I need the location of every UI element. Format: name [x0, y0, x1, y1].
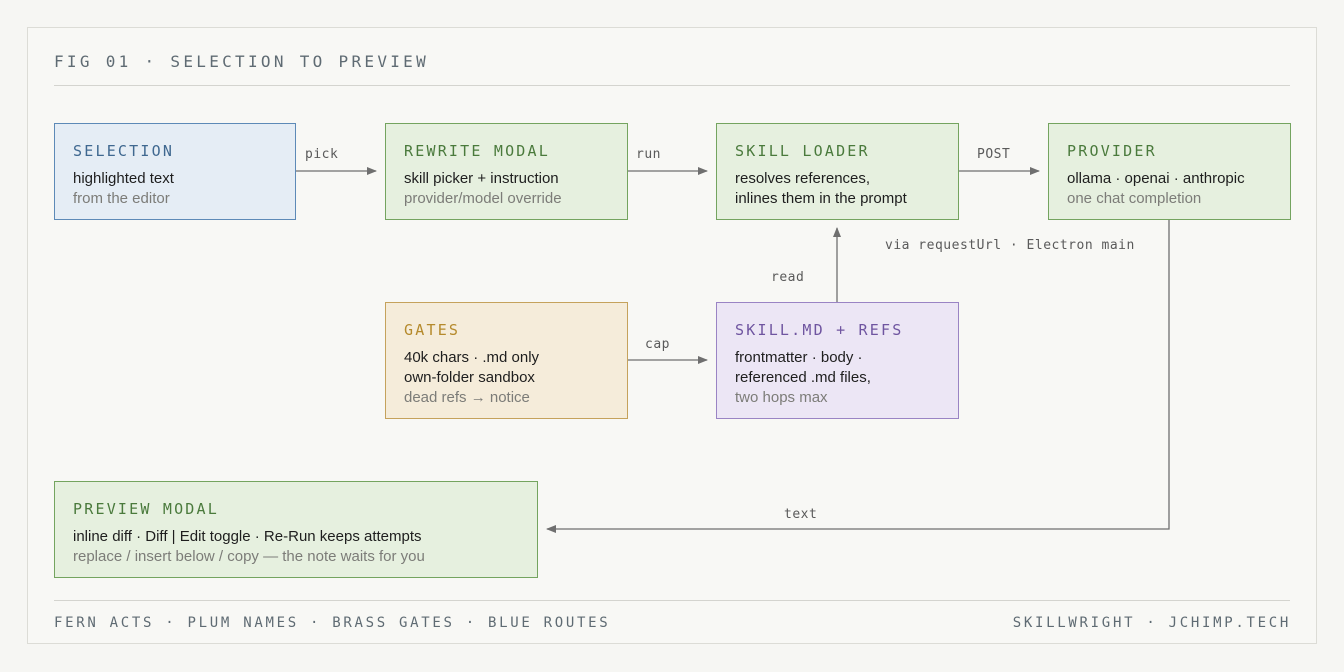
node-title: GATES: [404, 321, 461, 339]
node-line: inlines them in the prompt: [735, 190, 907, 207]
node-gates: GATES 40k chars · .md only own-folder sa…: [385, 302, 628, 419]
node-note: two hops max: [735, 389, 828, 406]
node-note: from the editor: [73, 190, 170, 207]
node-line: ollama · openai · anthropic: [1067, 170, 1245, 187]
node-preview-modal: PREVIEW MODAL inline diff · Diff | Edit …: [54, 481, 538, 578]
node-line: inline diff · Diff | Edit toggle · Re-Ru…: [73, 528, 422, 545]
edge-label-text: text: [784, 507, 818, 522]
node-title: SKILL.MD + REFS: [735, 321, 904, 339]
node-line: 40k chars · .md only: [404, 349, 540, 366]
node-skill-md-refs: SKILL.MD + REFS frontmatter · body · ref…: [716, 302, 959, 419]
node-note: dead refs → notice: [404, 389, 530, 406]
edge-label-post: POST: [977, 147, 1011, 162]
edge-label-via: via requestUrl · Electron main: [885, 238, 1135, 253]
node-rewrite-modal: REWRITE MODAL skill picker + instruction…: [385, 123, 628, 220]
node-selection: SELECTION highlighted text from the edit…: [54, 123, 296, 220]
node-note: provider/model override: [404, 190, 562, 207]
edge-label-run: run: [636, 147, 661, 162]
edge-text-arrow: [546, 220, 1170, 533]
node-note: one chat completion: [1067, 190, 1202, 207]
node-title: REWRITE MODAL: [404, 142, 550, 160]
node-title: PREVIEW MODAL: [73, 500, 219, 518]
figure-title: FIG 01 · SELECTION TO PREVIEW: [54, 52, 430, 71]
node-line: skill picker + instruction: [404, 170, 559, 187]
node-line: referenced .md files,: [735, 369, 871, 386]
edge-label-read: read: [771, 270, 805, 285]
node-title: PROVIDER: [1067, 142, 1157, 160]
header-rule: [54, 85, 1290, 86]
edge-label-cap: cap: [645, 337, 670, 352]
node-line: frontmatter · body ·: [735, 349, 863, 366]
node-skill-loader: SKILL LOADER resolves references, inline…: [716, 123, 959, 220]
node-line: highlighted text: [73, 170, 174, 187]
node-title: SKILL LOADER: [735, 142, 870, 160]
footer-rule: [54, 600, 1290, 601]
edge-label-pick: pick: [305, 147, 339, 162]
node-line: own-folder sandbox: [404, 369, 535, 386]
node-provider: PROVIDER ollama · openai · anthropic one…: [1048, 123, 1291, 220]
node-line: resolves references,: [735, 170, 871, 187]
footer-credit: SKILLWRIGHT · JCHIMP.TECH: [1012, 615, 1291, 631]
node-note: replace / insert below / copy — the note…: [73, 548, 425, 565]
node-title: SELECTION: [73, 142, 175, 160]
footer-legend: FERN ACTS · PLUM NAMES · BRASS GATES · B…: [54, 615, 611, 631]
